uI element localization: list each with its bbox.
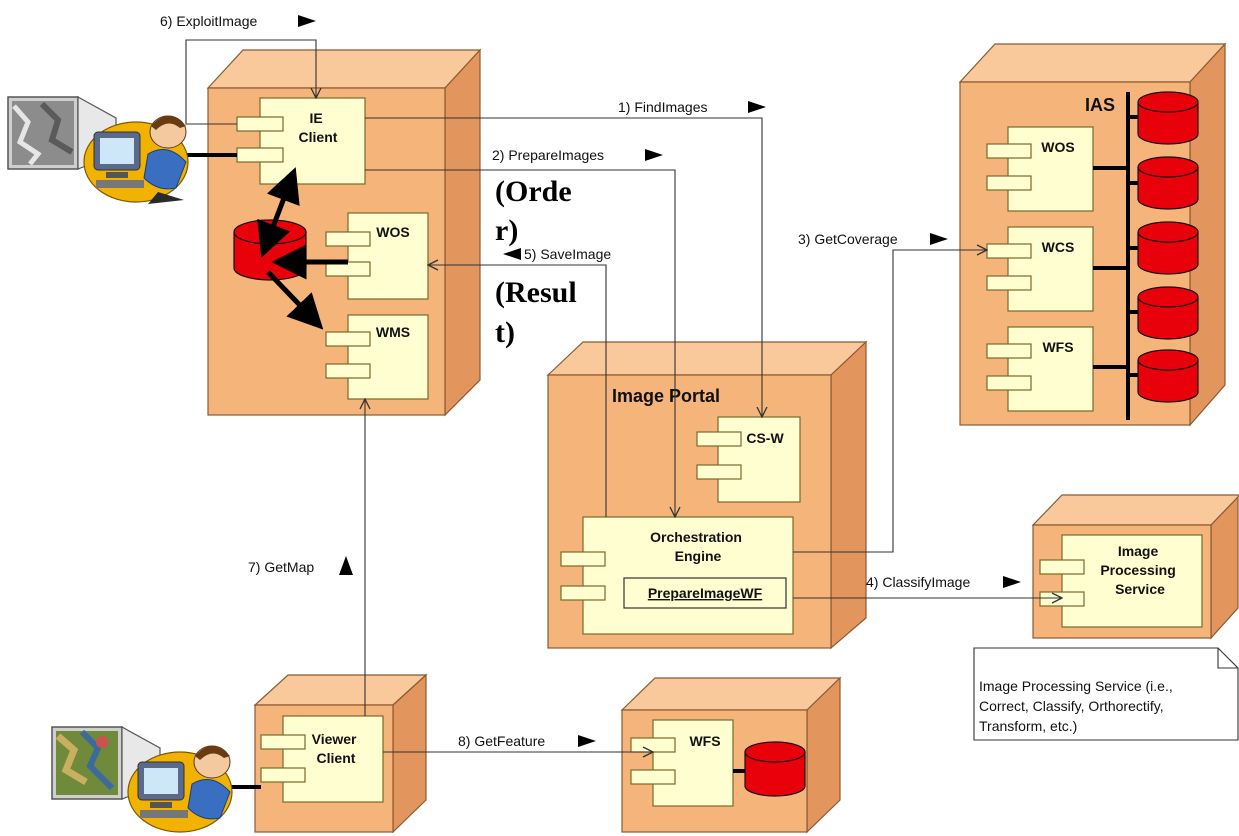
order-annotation-line1: (Orde	[495, 175, 572, 208]
classify-arrow-icon	[1003, 576, 1021, 588]
find-images-label: 1) FindImages	[618, 99, 707, 115]
note-line3: Transform, etc.)	[979, 718, 1077, 734]
ias-wos-label: WOS	[1041, 139, 1074, 155]
ias-wfs-label: WFS	[1042, 339, 1073, 355]
user-at-computer-icon	[52, 727, 232, 832]
user-at-computer-icon	[8, 97, 188, 204]
ie-wms-label: WMS	[376, 324, 410, 340]
wfs-label: WFS	[689, 733, 720, 749]
orchestration-label-line1: Orchestration	[650, 529, 742, 545]
save-image-label: 5) SaveImage	[524, 246, 611, 262]
classify-image-label: 4) ClassifyImage	[866, 574, 970, 590]
database-icon	[1138, 92, 1198, 144]
ips-label-line2: Processing	[1100, 562, 1175, 578]
note-box: Image Processing Service (i.e., Correct,…	[974, 648, 1238, 740]
get-map-label: 7) GetMap	[248, 559, 314, 575]
prepare-arrow-icon	[645, 149, 663, 161]
getmap-arrow-icon	[339, 556, 353, 575]
get-coverage-label: 3) GetCoverage	[798, 231, 898, 247]
prepare-images-label: 2) PrepareImages	[492, 147, 604, 163]
coverage-arrow-icon	[930, 233, 948, 245]
viewer-label-line1: Viewer	[312, 731, 357, 747]
workflow-label: PrepareImageWF	[648, 585, 763, 601]
ie-client-label-line2: Client	[299, 129, 338, 145]
orchestration-label-line2: Engine	[675, 548, 722, 564]
ias-wcs-label: WCS	[1042, 239, 1075, 255]
database-icon	[1138, 350, 1198, 402]
result-annotation-line1: (Resul	[495, 276, 577, 309]
ie-wos-label: WOS	[376, 224, 409, 240]
ias-databases	[1138, 92, 1198, 402]
ias-title: IAS	[1085, 95, 1115, 115]
viewer-label-line2: Client	[317, 750, 356, 766]
image-portal-title: Image Portal	[612, 386, 720, 406]
database-icon	[1138, 157, 1198, 209]
note-line1: Image Processing Service (i.e.,	[979, 678, 1173, 694]
result-annotation-line2: t)	[495, 316, 515, 349]
csw-label: CS-W	[746, 430, 784, 446]
note-line2: Correct, Classify, Orthorectify,	[979, 698, 1164, 714]
exploit-arrow-icon	[298, 15, 316, 27]
exploit-image-label: 6) ExploitImage	[160, 13, 257, 29]
ie-client-label-line1: IE	[309, 110, 322, 126]
find-arrow-icon	[748, 101, 766, 113]
database-icon	[1138, 287, 1198, 339]
ips-label-line3: Service	[1115, 581, 1165, 597]
order-annotation-line2: r)	[495, 214, 518, 247]
get-feature-label: 8) GetFeature	[458, 733, 545, 749]
save-arrow-icon	[503, 248, 521, 260]
orchestration-engine-component: Orchestration Engine PrepareImageWF	[561, 517, 793, 634]
component-icon	[237, 117, 283, 131]
ips-label-line1: Image	[1118, 543, 1159, 559]
database-icon	[1138, 222, 1198, 274]
database-icon	[745, 742, 805, 796]
getfeature-arrow-icon	[578, 735, 596, 747]
image-processing-component: Image Processing Service	[1040, 535, 1202, 627]
